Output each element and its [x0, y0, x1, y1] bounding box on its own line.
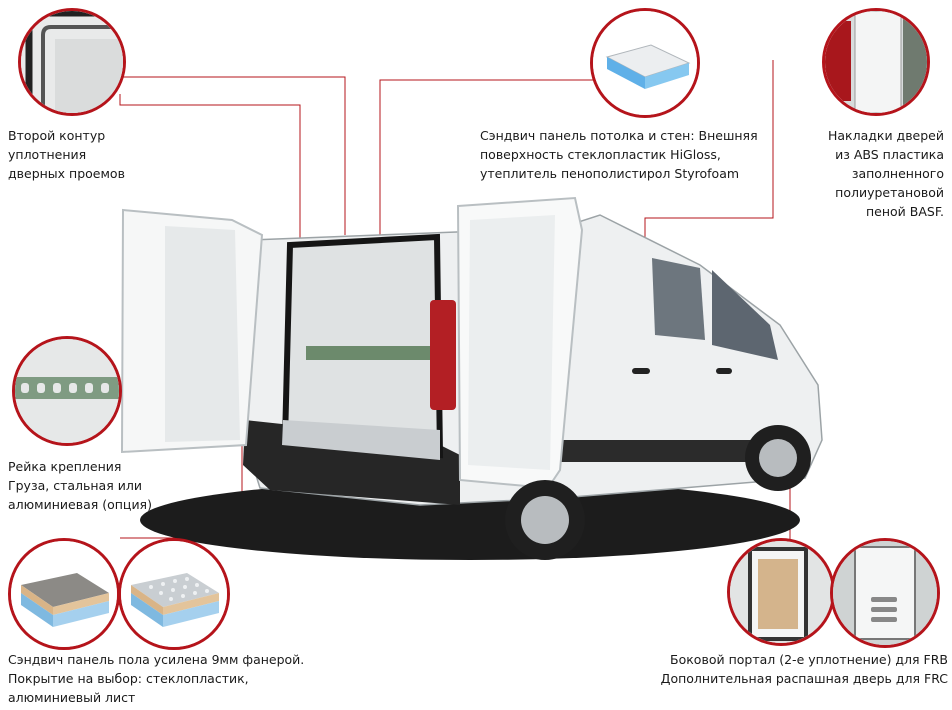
floor-panel-caption: Сэндвич панель пола усилена 9мм фанерой.…	[8, 650, 304, 707]
caption-line: из ABS пластика	[835, 147, 944, 162]
caption-line: Сэндвич панель пола усилена 9мм фанерой.	[8, 652, 305, 667]
caption-line: Накладки дверей	[828, 128, 944, 143]
caption-line: Дополнительная распашная дверь для FRC	[660, 671, 948, 686]
door-covers-caption: Накладки дверей из ABS пластика заполнен…	[828, 126, 944, 221]
side-portal-caption: Боковой портал (2-е уплотнение) для FRB …	[661, 650, 948, 688]
caption-line: Сэндвич панель потолка и стен: Внешняя	[480, 128, 758, 143]
caption-line: пеной BASF.	[866, 204, 944, 219]
door-seal-caption: Второй контур уплотнения дверных проемов	[8, 126, 125, 183]
caption-line: Второй контур	[8, 128, 106, 143]
floor-panel-aluminium-icon	[121, 541, 227, 647]
caption-line: алюминиевая (опция)	[8, 497, 152, 512]
van-side-window	[652, 258, 705, 340]
caption-line: уплотнения	[8, 147, 87, 162]
floor-panel-plywood-circle	[8, 538, 120, 650]
caption-line: дверных проемов	[8, 166, 125, 181]
sandwich-panel-detail-circle	[590, 8, 700, 118]
caption-line: Боковой портал (2-е уплотнение) для FRB	[670, 652, 948, 667]
front-door-handle	[716, 368, 732, 374]
rear-light	[430, 300, 456, 410]
cargo-floor	[282, 420, 440, 460]
door-cover-detail-circle	[822, 8, 930, 116]
ceiling-panel-caption: Сэндвич панель потолка и стен: Внешняя п…	[480, 126, 758, 183]
left-rear-door-panel	[165, 226, 240, 442]
cargo-rail-detail-circle	[12, 336, 122, 446]
sandwich-panel-icon	[593, 11, 697, 115]
van-shadow	[140, 480, 800, 560]
door-cover-icon	[825, 11, 927, 113]
side-portal-detail-circle	[727, 538, 835, 646]
cargo-rail-icon	[15, 339, 119, 443]
side-portal-icon	[730, 541, 832, 643]
cargo-rail-caption: Рейка крепления Груза, стальная или алюм…	[8, 457, 152, 514]
front-wheel-rim	[759, 439, 797, 477]
caption-line: полиуретановой	[835, 185, 944, 200]
caption-line: алюминиевый лист	[8, 690, 136, 705]
caption-line: Покрытие на выбор: стеклопластик,	[8, 671, 249, 686]
floor-panel-plywood-icon	[11, 541, 117, 647]
rear-wheel-rim	[521, 496, 569, 544]
right-rear-door-panel	[468, 215, 555, 470]
caption-line: утеплитель пенополистирол Styrofoam	[480, 166, 740, 181]
extra-swing-door-icon	[833, 541, 937, 645]
extra-swing-door-detail-circle	[830, 538, 940, 648]
van-windshield	[712, 270, 778, 360]
van-bottom-trim	[560, 440, 800, 462]
side-door-handle	[632, 368, 650, 374]
caption-line: Груза, стальная или	[8, 478, 142, 493]
caption-line: поверхность стеклопластик HiGloss,	[480, 147, 721, 162]
caption-line: Рейка крепления	[8, 459, 122, 474]
door-seal-detail-circle	[18, 8, 126, 116]
door-seal-icon	[21, 11, 123, 113]
van-illustration	[120, 196, 823, 560]
floor-panel-aluminium-circle	[118, 538, 230, 650]
cargo-rail-strip	[306, 346, 430, 360]
caption-line: заполненного	[851, 166, 944, 181]
